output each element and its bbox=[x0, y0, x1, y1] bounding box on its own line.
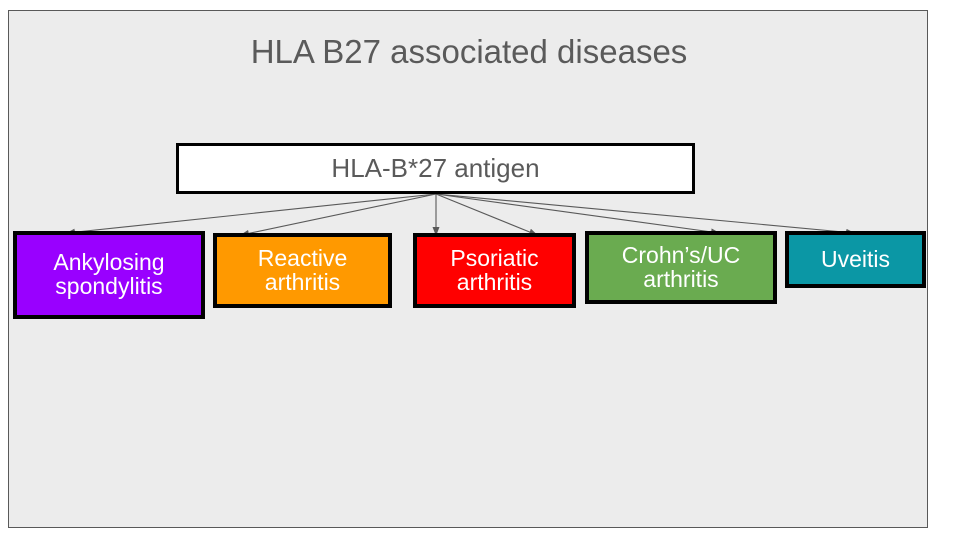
disease-node-reactive-arthritis[interactable]: Reactive arthritis bbox=[213, 233, 392, 308]
disease-node-uveitis[interactable]: Uveitis bbox=[785, 231, 926, 288]
disease-node-crohns-uc-arthritis[interactable]: Crohn’s/UC arthritis bbox=[585, 231, 777, 304]
disease-label-crohns-uc-arthritis: Crohn’s/UC arthritis bbox=[621, 241, 741, 292]
connector-to-reactive-arthritis bbox=[240, 193, 437, 237]
disease-node-ankylosing-spondylitis[interactable]: Ankylosing spondylitis bbox=[13, 231, 205, 319]
antigen-node[interactable]: HLA-B*27 antigen bbox=[176, 143, 695, 194]
connector-to-crohns-uc-arthritis bbox=[435, 193, 720, 236]
slide-canvas: HLA B27 associated diseases HLA-B*27 ant… bbox=[8, 10, 928, 528]
disease-label-psoriatic-arthritis: Psoriatic arthritis bbox=[450, 244, 539, 295]
connector-to-psoriatic-arthritis-b bbox=[435, 193, 538, 236]
antigen-label: HLA-B*27 antigen bbox=[331, 152, 540, 183]
disease-label-uveitis: Uveitis bbox=[820, 245, 890, 272]
connector-to-uveitis bbox=[435, 193, 855, 236]
page-title: HLA B27 associated diseases bbox=[250, 33, 688, 70]
disease-node-psoriatic-arthritis[interactable]: Psoriatic arthritis bbox=[413, 233, 576, 308]
connector-to-ankylosing-spondylitis bbox=[66, 193, 437, 236]
disease-label-reactive-arthritis: Reactive arthritis bbox=[257, 244, 348, 295]
disease-label-ankylosing-spondylitis: Ankylosing spondylitis bbox=[53, 249, 165, 299]
